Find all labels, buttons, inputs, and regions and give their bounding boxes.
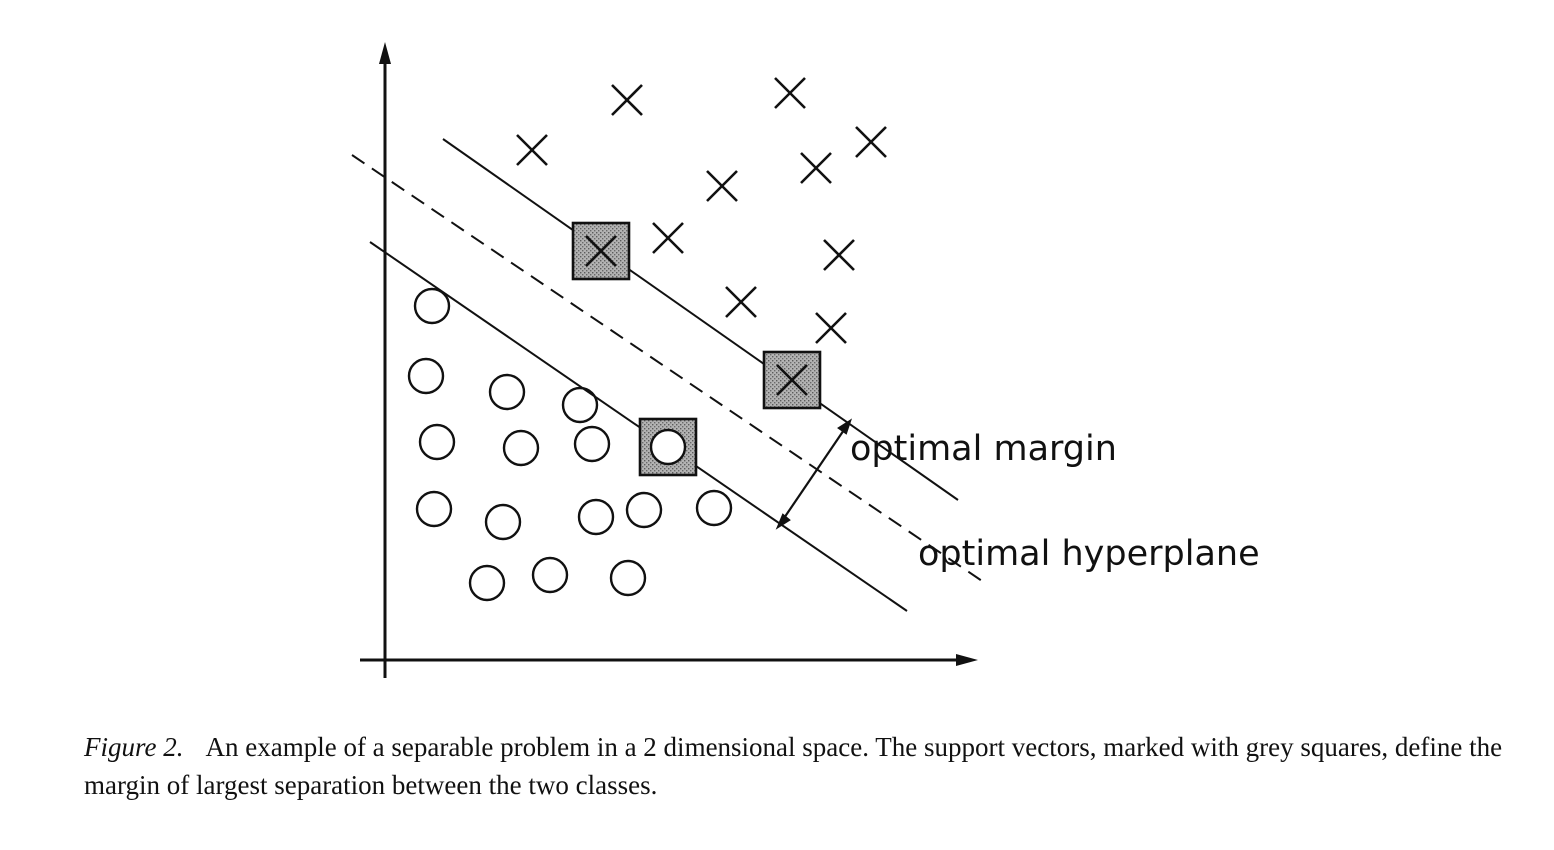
circle-point — [573, 425, 611, 463]
circle-point — [625, 491, 663, 529]
circle-point — [484, 503, 522, 541]
support-vector-cross — [585, 235, 617, 267]
cross-point — [706, 170, 738, 202]
circle-point — [407, 357, 445, 395]
circle-point — [468, 564, 506, 602]
circle-point — [695, 489, 733, 527]
axes — [360, 42, 978, 678]
x-axis-arrowhead — [956, 654, 978, 666]
support-vector-cross — [776, 364, 808, 396]
cross-point — [611, 84, 643, 116]
figure-label: Figure 2. — [84, 732, 184, 762]
support-vector-circle — [649, 428, 687, 466]
cross-point — [800, 152, 832, 184]
class-cross-points — [516, 77, 887, 344]
cross-point — [823, 239, 855, 271]
cross-point — [855, 126, 887, 158]
upper-margin-line — [442, 138, 959, 501]
lower-margin-line — [369, 241, 908, 612]
y-axis-arrowhead — [379, 42, 391, 64]
figure-caption: Figure 2.An example of a separable probl… — [84, 728, 1524, 804]
cross-point — [774, 77, 806, 109]
margin-arrowhead-bottom — [775, 513, 791, 530]
cross-point — [652, 222, 684, 254]
class-circle-points — [407, 287, 733, 602]
optimal-margin-label: optimal margin — [850, 429, 1117, 469]
margin-arrow — [775, 418, 853, 530]
cross-point — [815, 312, 847, 344]
circle-point — [609, 559, 647, 597]
margin-arrowhead-top — [837, 418, 853, 435]
circle-point — [502, 429, 540, 467]
circle-point — [418, 423, 456, 461]
optimal-hyperplane-label: optimal hyperplane — [918, 534, 1260, 574]
circle-point — [488, 373, 526, 411]
circle-point — [531, 556, 569, 594]
cross-point — [516, 134, 548, 166]
cross-point — [725, 286, 757, 318]
support-vectors — [571, 221, 822, 477]
caption-text: An example of a separable problem in a 2… — [84, 732, 1503, 800]
circle-point — [413, 287, 451, 325]
optimal-hyperplane-line — [351, 154, 989, 586]
circle-point — [415, 490, 453, 528]
svm-diagram: optimal margin optimal hyperplane — [351, 42, 1260, 678]
circle-point — [561, 386, 599, 424]
circle-point — [577, 498, 615, 536]
hyperplanes — [351, 138, 989, 612]
